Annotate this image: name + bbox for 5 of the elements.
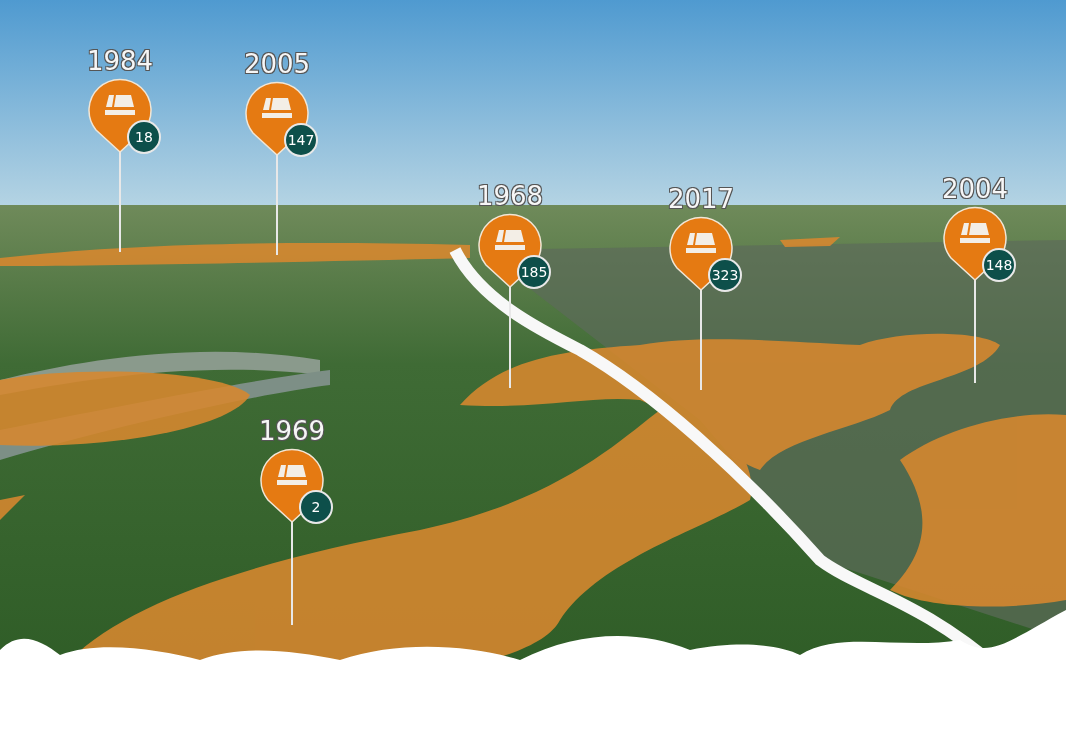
year-label: 2004 bbox=[940, 174, 1010, 204]
year-label: 1968 bbox=[475, 181, 545, 211]
year-label: 1984 bbox=[85, 46, 155, 76]
year-label: 1969 bbox=[257, 416, 327, 446]
year-label: 2005 bbox=[242, 49, 312, 79]
